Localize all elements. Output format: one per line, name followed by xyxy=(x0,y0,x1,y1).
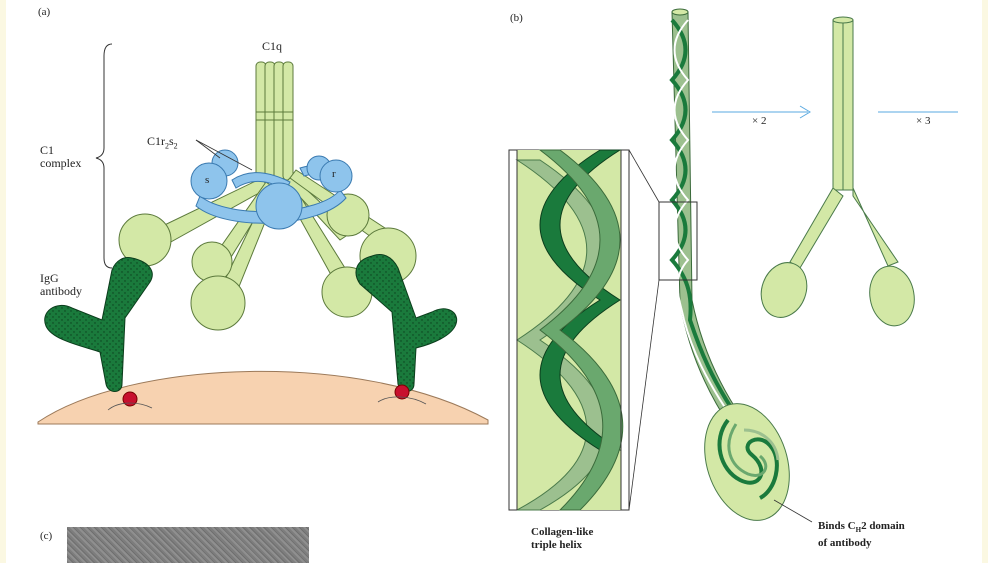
panel-c-label: (c) xyxy=(40,530,52,543)
c1s-label: s xyxy=(205,174,209,187)
zoom-line-top xyxy=(629,150,659,202)
c1q-y-unit xyxy=(754,17,919,329)
zoom-line-bottom xyxy=(629,280,659,510)
c1r2s2-label: C1r2s2 xyxy=(147,135,178,152)
epitope-left xyxy=(123,392,137,406)
c1r2s2-pointer-1 xyxy=(196,140,220,158)
panel-b-label: (b) xyxy=(510,12,523,25)
electron-micrograph xyxy=(67,527,309,563)
globular-head xyxy=(690,393,803,532)
multiplier-x3: × 3 xyxy=(916,115,930,128)
c1q-label: C1q xyxy=(262,40,282,53)
binds-pointer xyxy=(774,500,812,522)
c1r-label: r xyxy=(332,168,336,181)
triple-helix-enlarged xyxy=(509,150,629,510)
c1-complex-brace xyxy=(96,44,112,268)
c1q-stalk xyxy=(256,62,293,180)
panel-a-label: (a) xyxy=(38,6,50,19)
c1q-chain-stalk xyxy=(672,9,742,426)
multiplier-x2: × 2 xyxy=(752,115,766,128)
